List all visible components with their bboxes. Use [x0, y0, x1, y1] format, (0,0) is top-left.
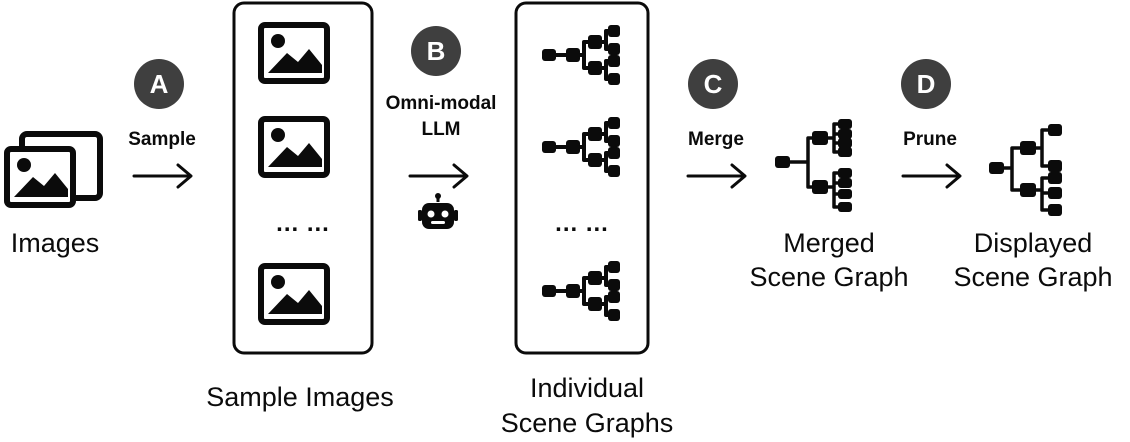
label-displayed-scene-graph: Scene Graph [953, 262, 1113, 292]
arrow-right-icon [132, 163, 193, 189]
image-icon [261, 119, 327, 175]
step-label-sample: Sample [128, 129, 196, 150]
robot-icon [418, 193, 458, 229]
step-badge-d: D [901, 59, 951, 109]
step-label-omni-modal: Omni-modal [385, 93, 497, 114]
label-merged: Merged [783, 228, 875, 258]
merged-graph-icon [775, 119, 852, 212]
label-images: Images [10, 228, 100, 258]
step-label-merge: Merge [688, 129, 744, 150]
label-displayed: Displayed [973, 228, 1093, 258]
pruned-graph-icon [989, 124, 1062, 216]
label-merged-scene-graph: Scene Graph [749, 262, 909, 292]
step-badge-c: C [688, 59, 738, 109]
label-scene-graphs: Scene Graphs [500, 408, 674, 438]
step-label-prune: Prune [903, 129, 957, 150]
step-badge-a: A [134, 59, 184, 109]
ellipsis-sample-images: ... ... [276, 210, 330, 237]
arrow-right-icon [901, 163, 962, 189]
label-individual: Individual [529, 373, 645, 403]
label-sample-images: Sample Images [206, 382, 394, 412]
step-badge-b: B [411, 26, 461, 76]
step-label-llm: LLM [421, 119, 461, 140]
arrow-right-icon [408, 163, 469, 189]
image-icon [261, 25, 327, 81]
image-stack-icon [7, 131, 103, 205]
image-icon [261, 266, 327, 322]
arrow-right-icon [686, 163, 747, 189]
ellipsis-scene-graphs: ... ... [555, 210, 609, 237]
